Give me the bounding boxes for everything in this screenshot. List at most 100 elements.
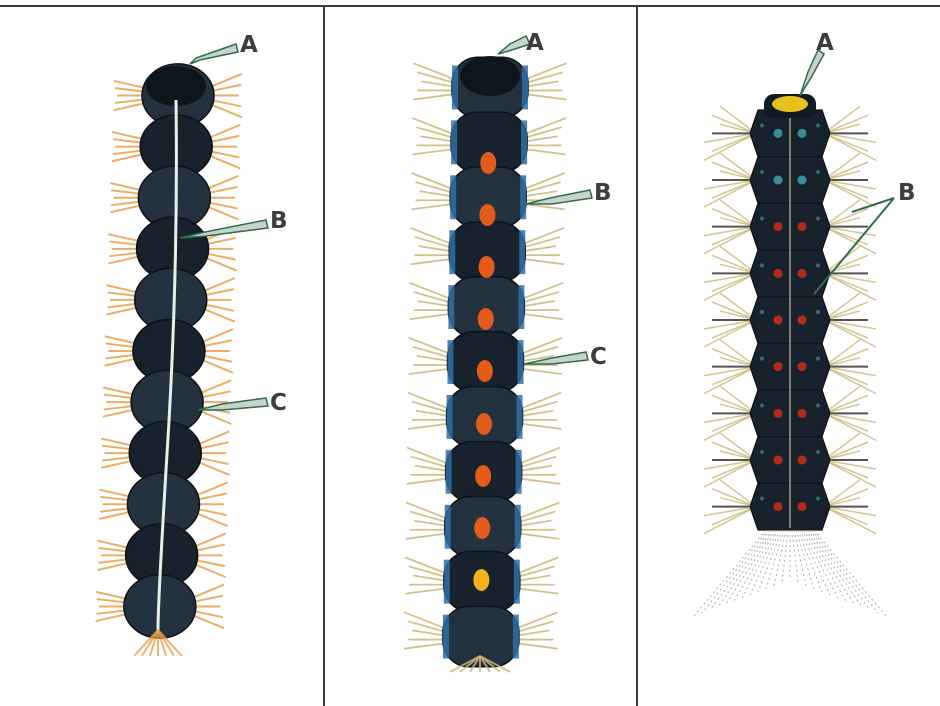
orange-spot <box>476 413 492 435</box>
spine <box>712 489 756 507</box>
body-dot <box>798 316 807 325</box>
side-stripe <box>443 615 449 659</box>
pointer-left-a <box>190 44 238 64</box>
side-stripe <box>522 65 528 109</box>
body-dot <box>774 222 783 231</box>
side-stripe <box>452 65 458 109</box>
spine <box>712 302 756 320</box>
body-dot <box>798 129 807 138</box>
side-stripe <box>521 120 527 164</box>
body-dot <box>774 409 783 418</box>
caterpillar-right <box>694 94 886 616</box>
body-dot <box>798 176 807 185</box>
side-stripe <box>515 505 521 549</box>
tail-hair <box>750 530 780 595</box>
body-dot <box>816 497 820 501</box>
body-dot <box>798 456 807 465</box>
body-dot <box>760 170 764 174</box>
orange-spot <box>477 360 493 382</box>
body-dot <box>760 403 764 407</box>
label-middle-a: A <box>526 30 544 56</box>
spine <box>824 115 868 133</box>
spine <box>712 115 756 133</box>
pointer-middle-b <box>526 190 592 204</box>
spine <box>824 349 868 367</box>
tail-hair <box>808 530 862 607</box>
spine <box>712 442 756 460</box>
body-dot <box>774 316 783 325</box>
side-stripe <box>450 175 456 219</box>
side-stripe <box>513 615 519 659</box>
label-middle-b: B <box>594 180 612 206</box>
label-right-a: A <box>816 30 834 56</box>
side-stripe <box>447 395 453 439</box>
spine <box>824 209 868 227</box>
caterpillar-left <box>96 64 241 656</box>
tail-hair <box>774 530 786 586</box>
tail-hair <box>718 530 772 607</box>
head-marking <box>772 96 808 112</box>
pointer-left-c <box>198 398 268 410</box>
tail-hair <box>694 530 766 616</box>
body-dot <box>798 409 807 418</box>
side-stripe <box>449 230 455 274</box>
side-stripe <box>517 395 523 439</box>
body-dot <box>798 269 807 278</box>
body-dot <box>798 362 807 371</box>
side-stripe <box>445 505 451 549</box>
side-stripe <box>517 340 523 384</box>
body-dot <box>816 403 820 407</box>
label-left-b: B <box>270 208 288 234</box>
label-middle-c: C <box>590 344 607 370</box>
tail-hair <box>710 530 770 610</box>
spine <box>712 209 756 227</box>
body-dot <box>798 502 807 511</box>
pointer-right-a <box>800 50 824 96</box>
head <box>460 56 520 96</box>
body-dot <box>798 222 807 231</box>
body-dot <box>774 269 783 278</box>
side-stripe <box>448 285 454 329</box>
tail-hair <box>814 530 886 616</box>
side-stripe <box>444 560 450 604</box>
orange-spot <box>473 569 489 591</box>
body-dot <box>816 310 820 314</box>
spine <box>824 302 868 320</box>
body-dot <box>816 217 820 221</box>
side-stripe <box>519 230 525 274</box>
spine <box>824 255 868 273</box>
spine <box>712 349 756 367</box>
body-dot <box>816 450 820 454</box>
body-dot <box>760 217 764 221</box>
spine <box>712 255 756 273</box>
side-stripe <box>518 285 524 329</box>
body-dot <box>760 263 764 267</box>
side-stripe <box>520 175 526 219</box>
side-stripe <box>516 450 522 494</box>
orange-spot <box>479 204 495 226</box>
body-dot <box>816 357 820 361</box>
orange-spot <box>478 308 494 330</box>
body-dot <box>816 123 820 127</box>
tail-hair <box>800 530 830 595</box>
spine <box>712 395 756 413</box>
tail-hair <box>726 530 774 604</box>
body-dot <box>774 362 783 371</box>
body-dot <box>760 310 764 314</box>
spine <box>712 162 756 180</box>
tail-hair <box>794 530 806 586</box>
tail-hair <box>812 530 878 613</box>
spine <box>824 162 868 180</box>
orange-spot <box>474 517 490 539</box>
spine <box>824 395 868 413</box>
tail-hair <box>806 530 854 604</box>
label-left-a: A <box>240 32 258 58</box>
tail-hair <box>810 530 870 610</box>
body-dot <box>774 502 783 511</box>
label-left-c: C <box>270 390 287 416</box>
body-dot <box>760 357 764 361</box>
body-dot <box>760 450 764 454</box>
side-stripe <box>514 560 520 604</box>
spine <box>824 442 868 460</box>
